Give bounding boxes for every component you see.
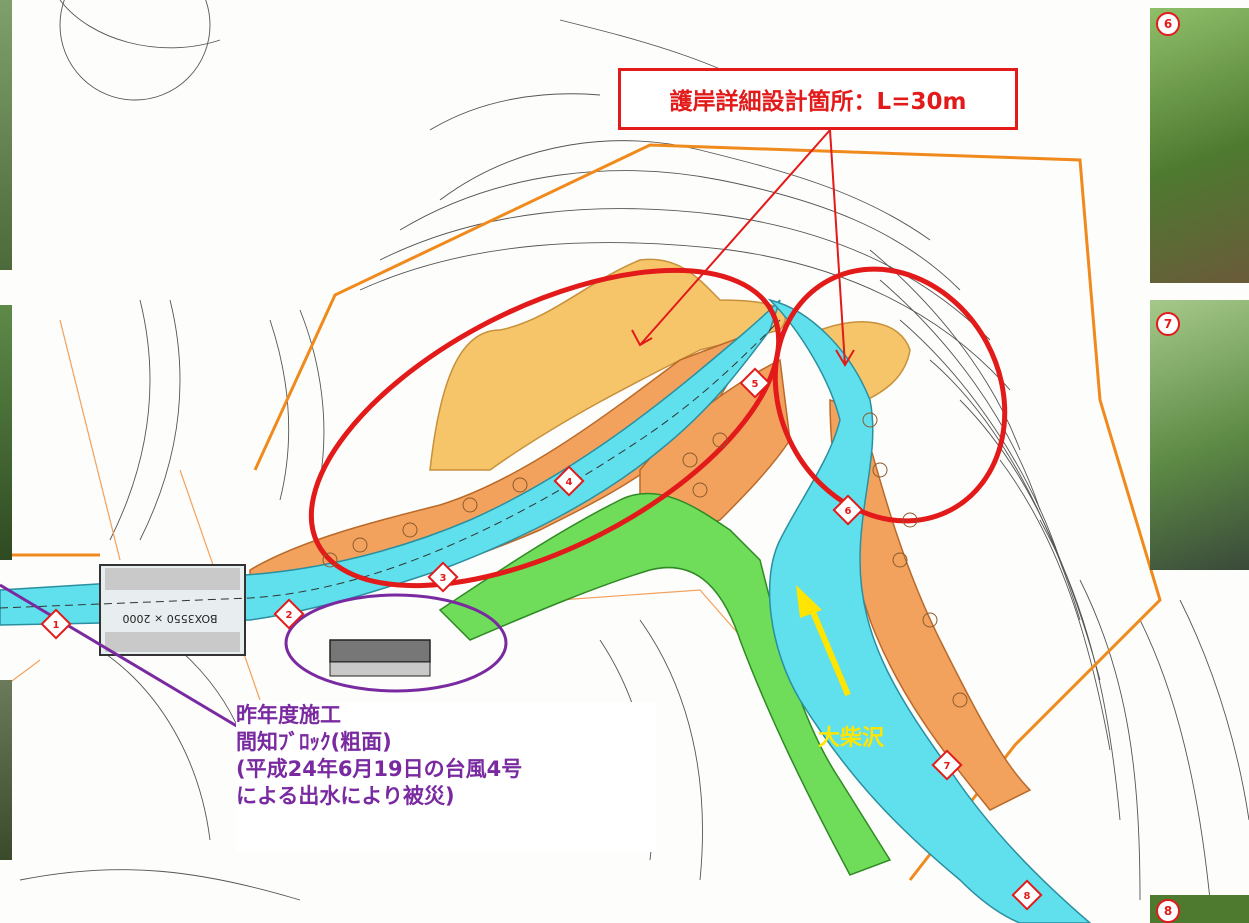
station-marker: 4 (553, 465, 585, 497)
svg-text:5: 5 (752, 379, 759, 390)
revetment-highlight-right (772, 266, 1008, 524)
river-name-label: 大柴沢 (818, 726, 885, 751)
note-line: による出水により被災) (236, 784, 455, 808)
block-highlight (284, 593, 508, 693)
station-marker: 7 (931, 749, 963, 781)
station-markers: 1 2 3 4 5 6 7 8 (40, 367, 1043, 911)
svg-text:8: 8 (1024, 891, 1031, 902)
photo-left-mid (0, 305, 12, 560)
photo-7: 7 (1150, 300, 1249, 570)
callout-arrows (631, 129, 855, 367)
revetment-green (438, 492, 892, 876)
station-marker: 2 (273, 598, 305, 630)
photo-left-top (0, 0, 12, 270)
photo-number-6: 6 (1156, 12, 1180, 36)
culvert-label: BOX3550 × 2000 (122, 612, 217, 625)
contour-lines (19, 0, 1249, 901)
callout-text: 護岸詳細設計箇所：L=30m (669, 89, 967, 115)
note-leader-line (0, 583, 241, 730)
station-marker: 8 (1011, 879, 1043, 911)
photo-number-8: 8 (1156, 899, 1180, 923)
note-line: 間知ﾌﾞﾛｯｸ(粗面) (236, 730, 392, 754)
station-marker: 3 (427, 561, 459, 593)
svg-text:3: 3 (440, 573, 447, 584)
block-wall-hatched (329, 639, 431, 663)
project-boundary (0, 143, 1162, 881)
construction-note: 昨年度施工 間知ﾌﾞﾛｯｸ(粗面) (平成24年6月19日の台風4号 による出水… (236, 702, 656, 852)
svg-text:6: 6 (845, 506, 852, 517)
svg-text:7: 7 (944, 761, 951, 772)
photo-number-7: 7 (1156, 312, 1180, 336)
station-marker: 6 (832, 494, 864, 526)
note-line: (平成24年6月19日の台風4号 (236, 757, 523, 781)
revetment-highlight-left (308, 267, 782, 589)
flow-direction-arrow (796, 585, 851, 697)
station-marker: 5 (739, 367, 771, 399)
svg-text:1: 1 (53, 620, 60, 631)
revetment-design-callout: 護岸詳細設計箇所：L=30m (618, 68, 1018, 130)
note-line: 昨年度施工 (236, 703, 341, 727)
block-wall-gray (329, 661, 431, 677)
photo-6: 6 (1150, 8, 1249, 283)
station-marker: 1 (40, 608, 72, 640)
svg-text:2: 2 (286, 610, 293, 621)
photo-left-bottom (0, 680, 12, 860)
embankment-area (429, 258, 787, 471)
culvert-gray-top (105, 568, 240, 590)
river-centerline (0, 319, 781, 609)
culvert-gray-bottom (105, 632, 240, 652)
photo-8: 8 (1150, 895, 1249, 923)
gravel-symbols (322, 412, 968, 708)
svg-text:4: 4 (566, 477, 573, 488)
